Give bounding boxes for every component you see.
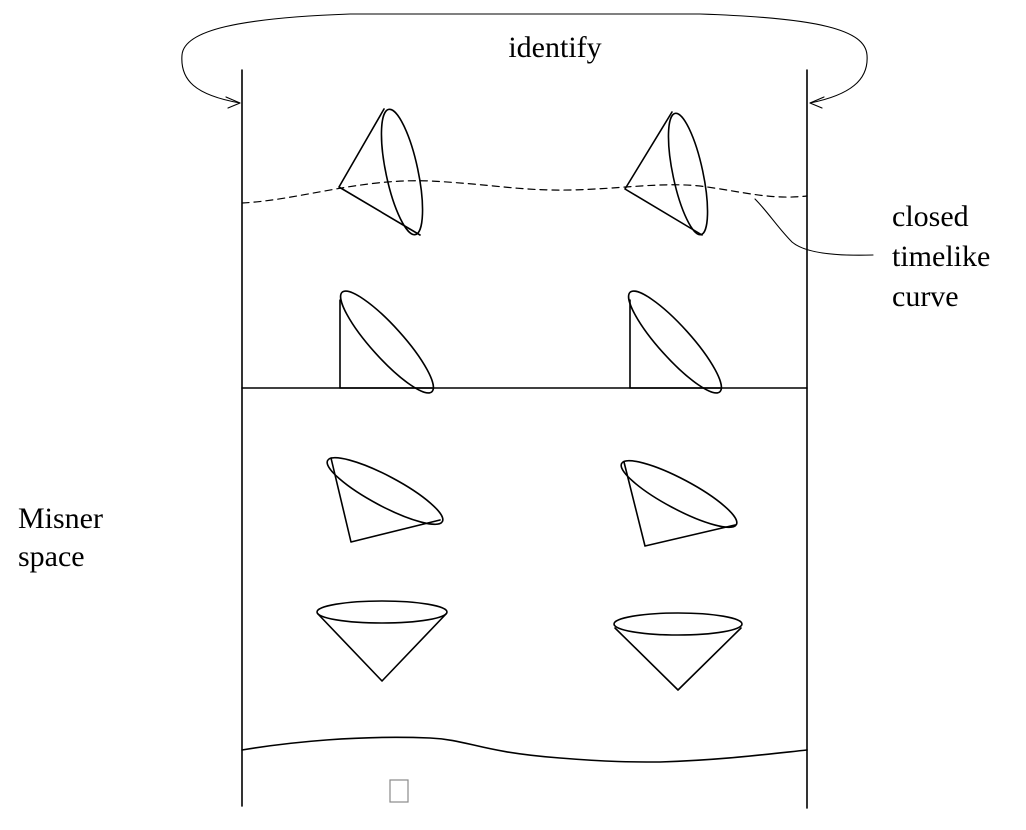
misner-space-label-line2: space (18, 540, 85, 573)
misner-space-label-line1: Misner (18, 502, 103, 535)
light-cone-row2-left (339, 290, 435, 394)
light-cone-row1-left (338, 108, 424, 236)
light-cone-row2-right (627, 290, 723, 394)
small-square-marker (389, 779, 409, 803)
light-cone-row4-left (316, 600, 448, 682)
light-cone-row4-right (613, 612, 743, 691)
closed-timelike-curve-label-line1: closed (892, 200, 969, 233)
curve-pointer-line (754, 198, 874, 256)
closed-timelike-curve-label-line3: curve (892, 280, 959, 313)
closed-timelike-curve (241, 180, 808, 204)
identify-arrows (181, 13, 868, 109)
bottom-wavy-edge (241, 736, 808, 763)
closed-timelike-curve-label-line2: timelike (892, 240, 990, 273)
identify-label: identify (508, 31, 601, 64)
light-cone-row1-right (624, 111, 709, 236)
light-cone-row3-right (620, 459, 738, 547)
light-cone-row3-left (326, 456, 444, 543)
